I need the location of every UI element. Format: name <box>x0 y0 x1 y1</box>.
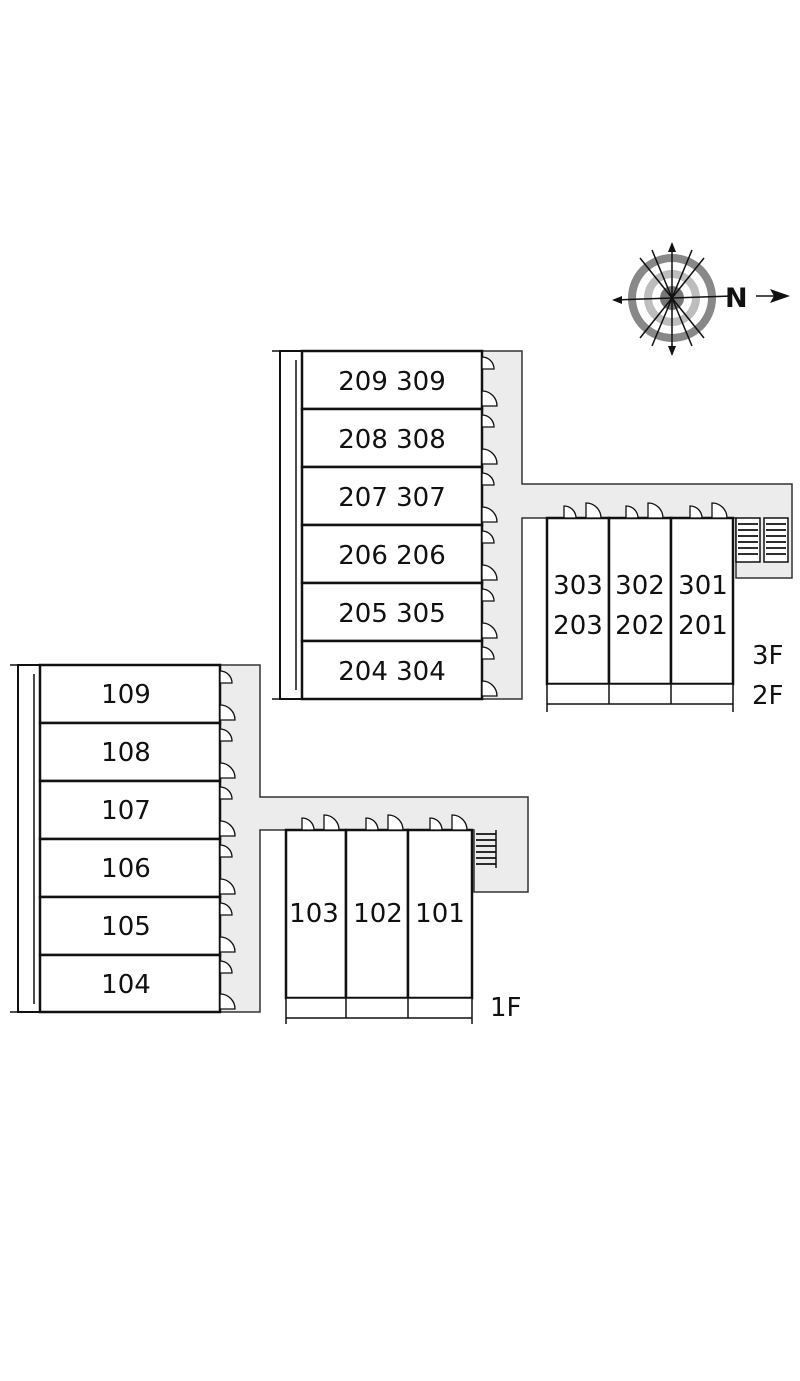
unit-label: 208 308 <box>338 425 446 455</box>
stairs-icon <box>476 830 497 868</box>
block-a-upper-floors: 209 309 208 308 207 307 206 206 205 305 … <box>272 349 793 712</box>
stairs-icon <box>735 517 789 563</box>
unit-label: 101 <box>415 899 465 929</box>
door-icon <box>563 502 728 519</box>
compass: N <box>612 242 790 356</box>
unit-row-b-0: 109 <box>38 663 222 725</box>
unit-label-lower: 202 <box>615 611 665 641</box>
block-b-ground-floor: 109 108 107 106 105 104 <box>10 663 529 1024</box>
unit-label: 205 305 <box>338 599 446 629</box>
unit-row-b-1: 108 <box>38 721 222 783</box>
unit-row-a-1: 208 308 <box>300 407 484 469</box>
unit-label: 108 <box>101 738 151 768</box>
unit-side-a-1: 302 202 <box>607 516 673 686</box>
unit-row-b-2: 107 <box>38 779 222 841</box>
unit-label: 105 <box>101 912 151 942</box>
floor-label-2f: 2F <box>752 681 784 711</box>
unit-label-upper: 303 <box>553 571 603 601</box>
unit-label: 104 <box>101 970 151 1000</box>
unit-row-b-3: 106 <box>38 837 222 899</box>
unit-label-lower: 203 <box>553 611 603 641</box>
balcony-a <box>279 350 303 700</box>
unit-label: 102 <box>353 899 403 929</box>
compass-rose-icon <box>612 242 790 356</box>
unit-label: 106 <box>101 854 151 884</box>
unit-label: 109 <box>101 680 151 710</box>
unit-row-a-0: 209 309 <box>300 349 484 411</box>
unit-row-a-4: 205 305 <box>300 581 484 643</box>
unit-label: 209 309 <box>338 367 446 397</box>
corridor-b <box>219 664 529 1013</box>
unit-side-b-2: 101 <box>406 828 474 1000</box>
unit-side-b-1: 102 <box>344 828 410 1000</box>
compass-north-label: N <box>725 283 748 314</box>
unit-row-b-5: 104 <box>38 953 222 1014</box>
floor-label-3f: 3F <box>752 641 784 671</box>
floor-label-1f: 1F <box>490 993 522 1023</box>
unit-side-a-0: 303 203 <box>545 516 611 686</box>
unit-label: 207 307 <box>338 483 446 513</box>
unit-row-b-4: 105 <box>38 895 222 957</box>
unit-label-upper: 301 <box>678 571 728 601</box>
unit-label-lower: 201 <box>678 611 728 641</box>
unit-label: 103 <box>289 899 339 929</box>
unit-label: 107 <box>101 796 151 826</box>
unit-row-a-5: 204 304 <box>300 639 484 701</box>
unit-side-b-0: 103 <box>284 828 348 1000</box>
unit-side-a-2: 301 201 <box>669 516 735 686</box>
balcony-b <box>17 664 41 1013</box>
unit-row-a-3: 206 206 <box>300 523 484 585</box>
unit-label: 206 206 <box>338 541 446 571</box>
unit-label-upper: 302 <box>615 571 665 601</box>
door-icon <box>301 814 468 831</box>
door-icon <box>219 670 236 1010</box>
door-icon <box>481 356 498 697</box>
unit-row-a-2: 207 307 <box>300 465 484 527</box>
unit-label: 204 304 <box>338 657 446 687</box>
